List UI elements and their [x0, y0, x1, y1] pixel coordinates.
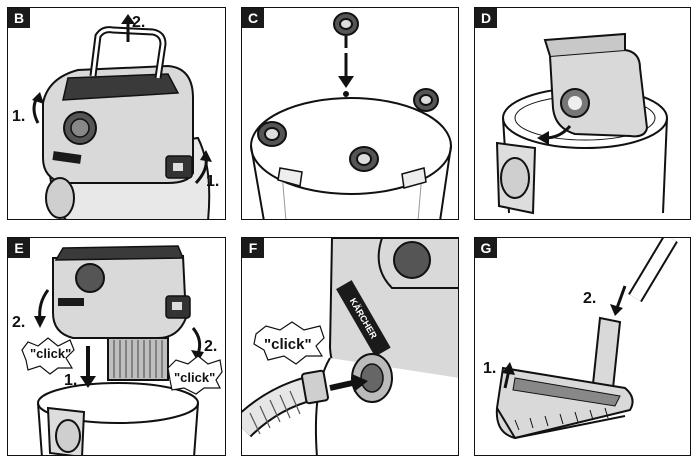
floor-nozzle-attach-illustration [495, 238, 678, 440]
click-sound: "click" [264, 336, 312, 353]
click-sound-right: "click" [174, 370, 216, 385]
vacuum-head-unlock-illustration [32, 14, 212, 219]
step-2-label-left: 2. [12, 314, 26, 331]
panel-label: D [475, 8, 497, 28]
step-1-label: 1. [483, 360, 497, 377]
suction-hose-connect-illustration: KÄRCHER [242, 238, 458, 455]
panel-e: E 2. 2. 1. "click" "click" [7, 237, 226, 456]
step-2-label: 2. [132, 14, 146, 31]
click-sound-left: "click" [30, 346, 72, 361]
panel-f: F KÄRCHER "click" [241, 237, 459, 456]
panel-label: E [8, 238, 30, 258]
step-2-label-right: 2. [204, 338, 218, 355]
panel-b: B 2. 1. 1. [7, 7, 226, 220]
step-1-label: 1. [64, 372, 78, 389]
step-1-label-left: 1. [12, 108, 26, 125]
step-1-label-right: 1. [206, 173, 220, 190]
panel-label: B [8, 8, 30, 28]
filter-cartridge-install-illustration [21, 245, 223, 455]
panel-d: D [474, 7, 691, 220]
panel-label: C [242, 8, 264, 28]
filter-bag-insert-illustration [495, 32, 668, 215]
step-2-label: 2. [583, 290, 597, 307]
panel-label: F [242, 238, 264, 258]
panel-g: G 2. 1. [474, 237, 691, 456]
panel-c: C [241, 7, 459, 220]
panel-label: G [475, 238, 497, 258]
caster-wheel-mount-illustration [250, 12, 452, 219]
